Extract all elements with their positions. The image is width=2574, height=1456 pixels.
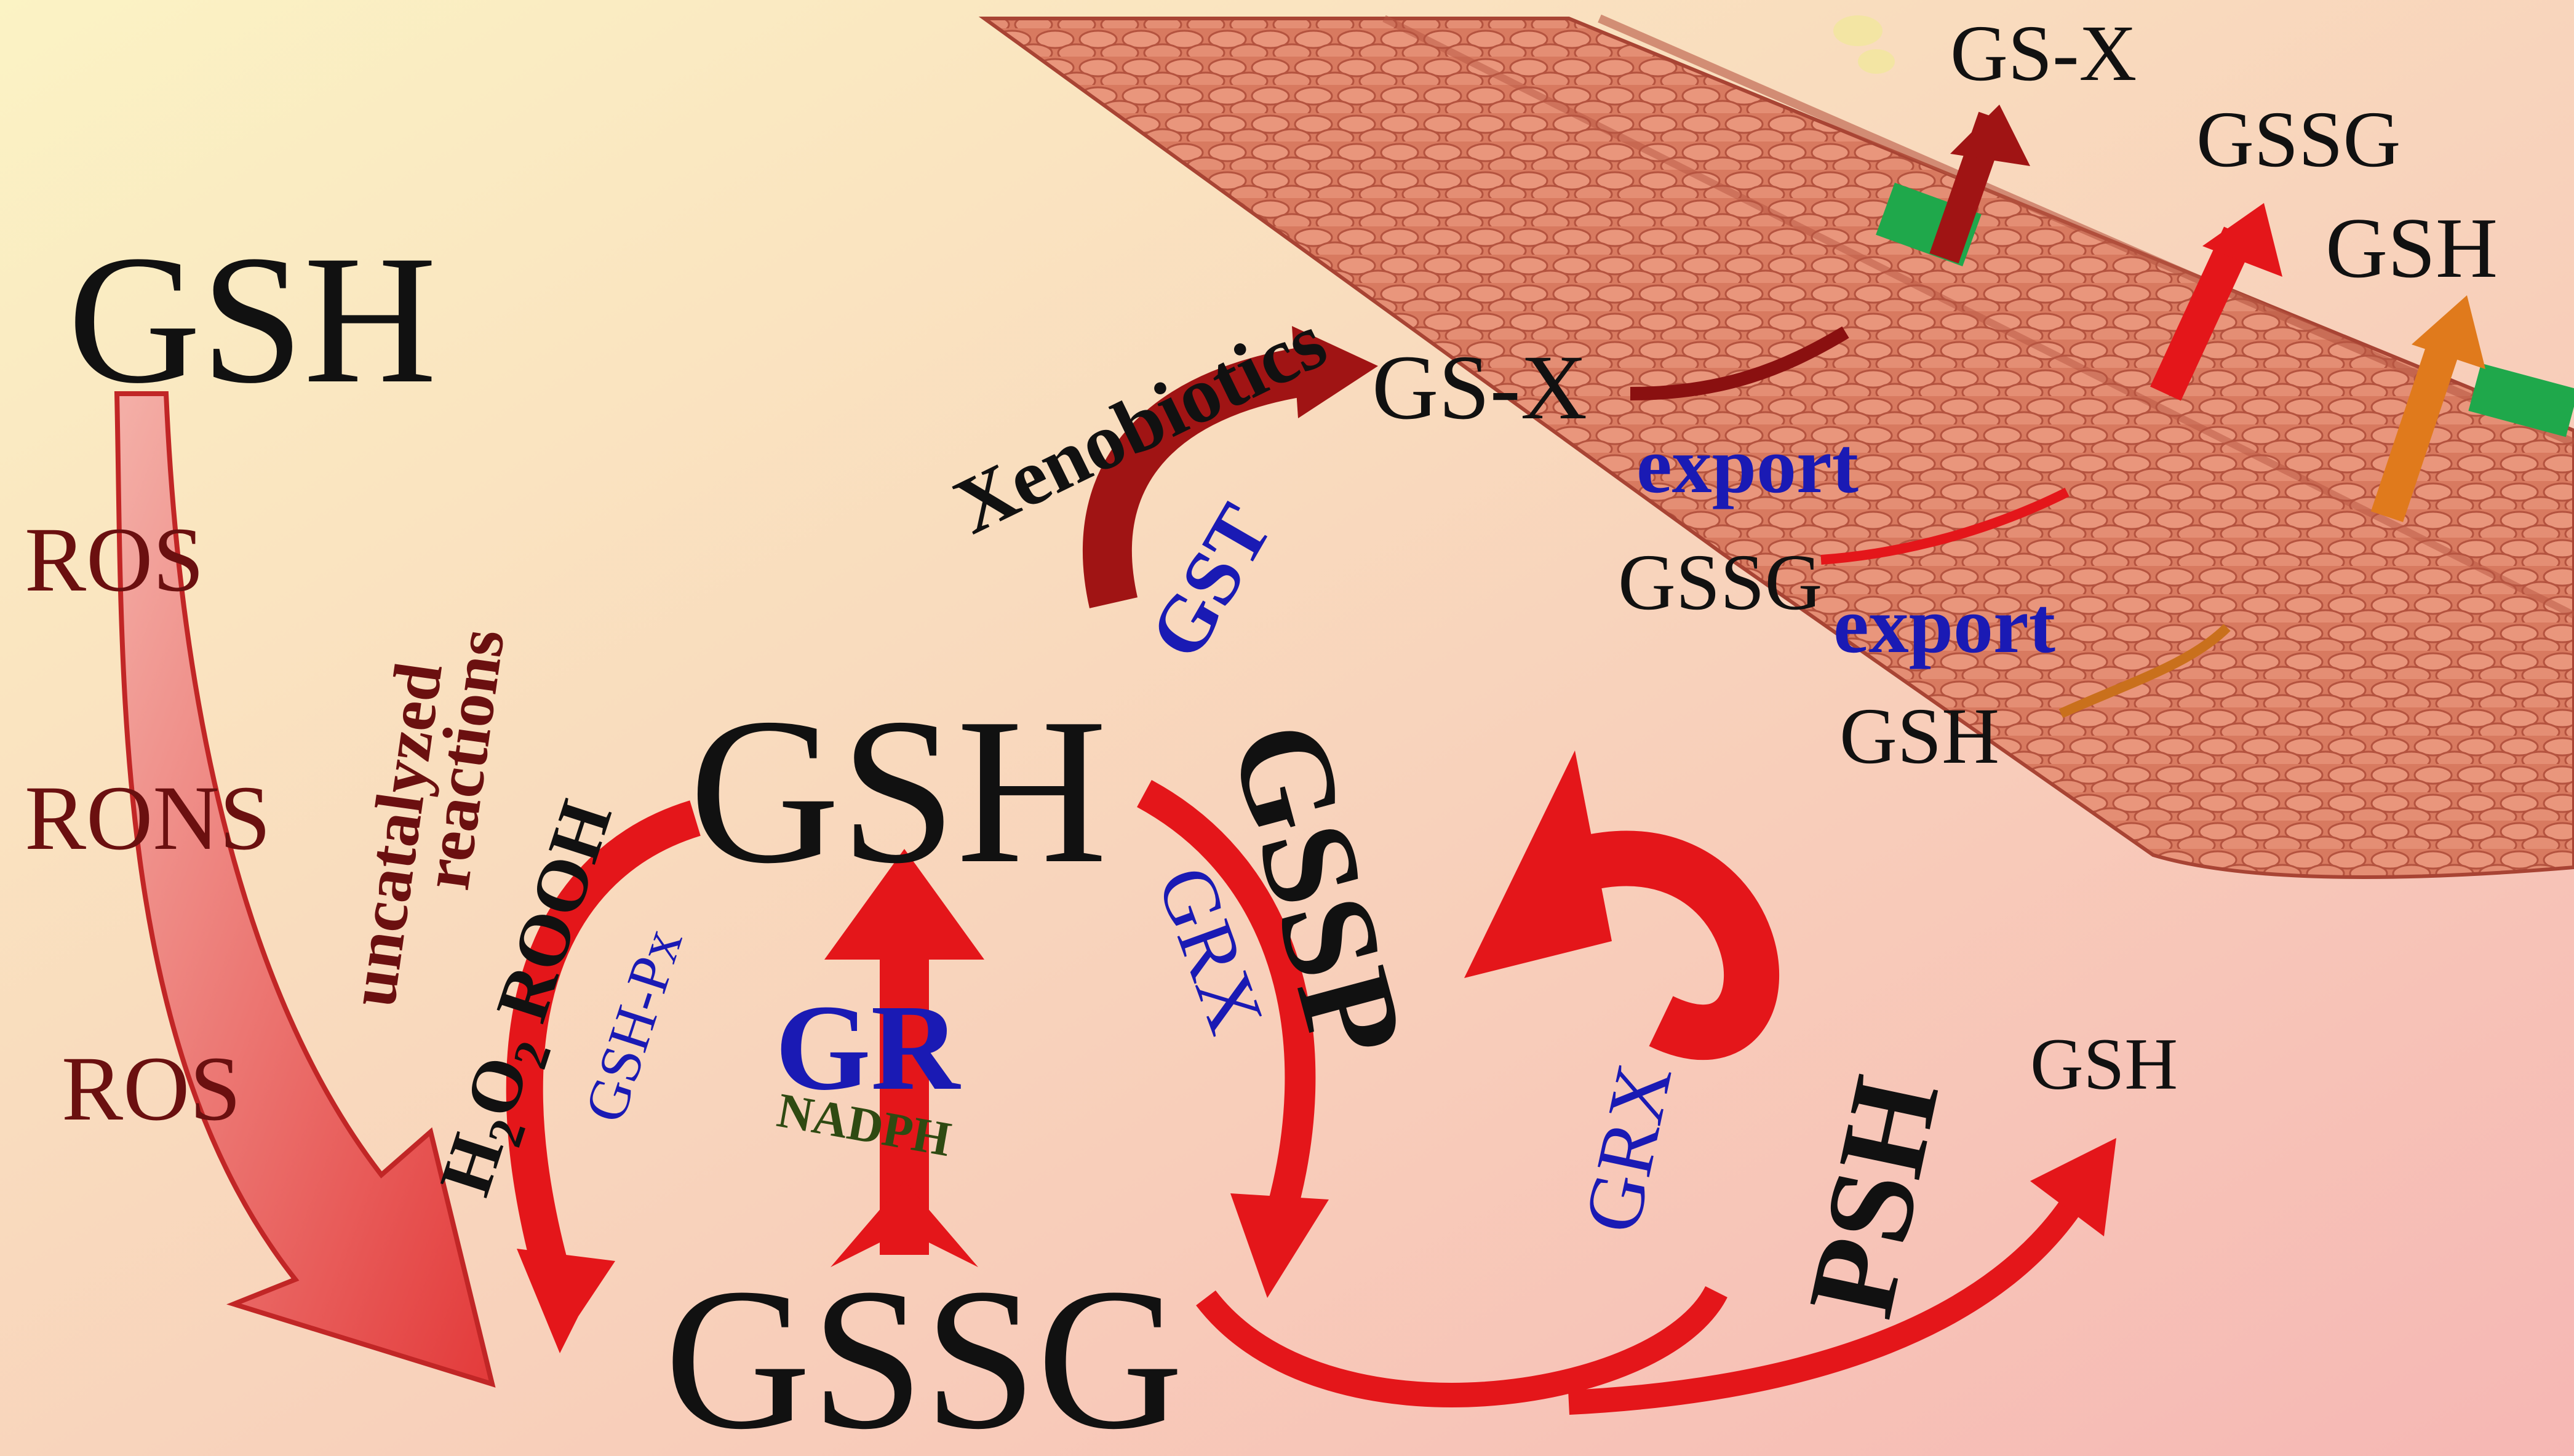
psh-gsh-arrow — [1568, 1187, 2090, 1415]
gsx-mid-label: GS-X — [1372, 336, 1587, 439]
gsh-right-label: GSH — [2030, 1023, 2178, 1105]
gsh-out-label: GSH — [2325, 201, 2498, 296]
gst-arrow — [1083, 344, 1326, 608]
gssg-export-line — [1820, 487, 2070, 565]
export-label-2: export — [1833, 581, 2055, 670]
ros-arrow — [114, 391, 496, 1388]
rons-label: RONS — [25, 767, 271, 869]
gsh-px-arrow — [506, 800, 701, 1285]
gsh-center-label: GSH — [689, 675, 1107, 907]
gsh-left-label: GSH — [68, 217, 437, 421]
gsh-export-line — [2058, 624, 2231, 718]
ros-bottom-label: ROS — [62, 1038, 241, 1140]
gsh-export-label: GSH — [1839, 692, 1999, 781]
grx-arrow — [1137, 780, 1316, 1222]
gssg-export-label: GSSG — [1618, 538, 1822, 627]
gssg-psh-arrow — [1196, 1286, 1727, 1407]
transporter-protein — [2468, 363, 2574, 437]
gsx-out-label: GS-X — [1950, 9, 2137, 98]
gsx-export-line — [1630, 326, 1849, 400]
grx-curved-arrow — [1526, 830, 1780, 1060]
gssg-export-arrow — [2150, 226, 2255, 401]
gssg-out-label: GSSG — [2196, 95, 2401, 184]
ros-top-label: ROS — [25, 509, 204, 611]
gr-label: GR — [775, 980, 962, 1116]
export-label-1: export — [1636, 421, 1859, 510]
gssg-bottom-label: GSSG — [664, 1247, 1184, 1456]
gsh-export-arrow — [2370, 327, 2465, 522]
